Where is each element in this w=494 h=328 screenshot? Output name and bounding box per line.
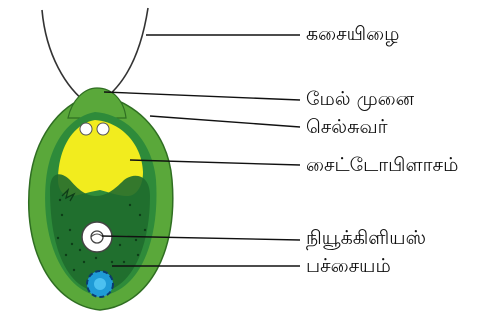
label-upper-tip: மேல் முனை <box>306 90 414 109</box>
flagellum-left <box>42 10 88 104</box>
contractile-vacuole-left <box>80 123 92 135</box>
label-chloroplast: பச்சையம் <box>306 257 391 276</box>
leader-cell-wall <box>150 116 300 127</box>
label-flagella: கசையிழை <box>306 25 399 44</box>
contractile-vacuole-right <box>97 123 109 135</box>
label-nucleus: நியூக்கிளியஸ் <box>306 229 426 248</box>
leader-upper-tip <box>104 92 300 100</box>
label-cell-wall: செல்சுவர் <box>306 118 388 137</box>
label-cytoplasm: சைட்டோபிளாசம் <box>306 156 458 175</box>
flagellum-right <box>103 8 148 100</box>
nucleus <box>82 222 112 252</box>
